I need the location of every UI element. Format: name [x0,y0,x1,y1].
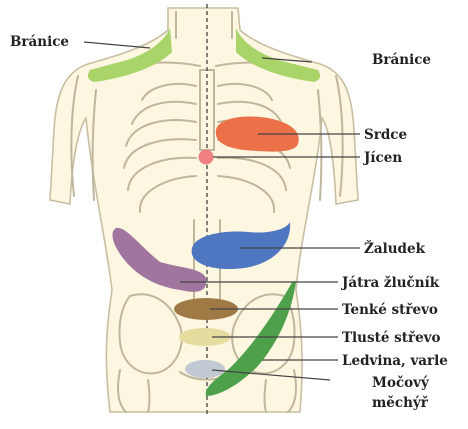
label-diaphragm-right: Bránice [372,52,431,68]
label-spleen: Jícen [363,150,402,166]
label-liver: Játra žlučník [341,275,440,291]
label-bladder-line1: Močový [372,375,430,391]
label-kidney: Ledvina, varle [342,353,448,369]
label-colon: Tlusté střevo [342,330,441,346]
label-stomach: Žaludek [364,241,426,257]
label-diaphragm-left: Bránice [10,34,69,50]
bladder-zone [185,360,225,378]
label-heart: Srdce [364,127,407,143]
spleen-zone [199,150,214,165]
label-bladder-line2: měchýř [372,395,429,411]
label-small-intestine: Tenké střevo [342,302,438,318]
